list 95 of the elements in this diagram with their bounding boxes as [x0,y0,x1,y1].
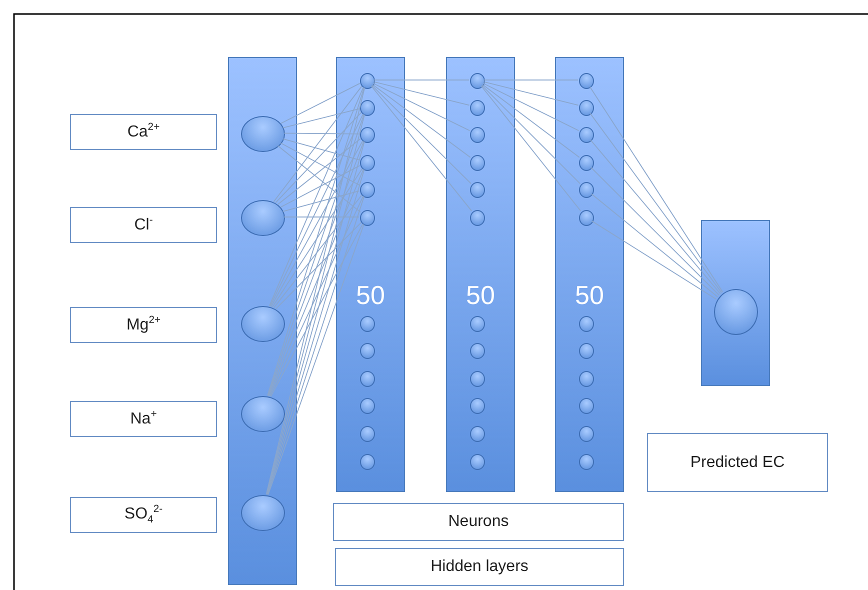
layer-bar [555,57,624,492]
connection-line [482,85,580,184]
neuron-circle [241,495,285,531]
neuron-circle [360,210,375,226]
layer-bar [701,220,770,386]
neuron-count: 50 [574,280,605,311]
label-text: Neurons [448,512,509,532]
neuron-circle [360,398,375,414]
neuron-circle [360,182,375,198]
label-box [70,114,217,150]
label-box [647,433,828,492]
neuron-circle [470,316,485,332]
connection-line [277,138,361,205]
neuron-circle [470,73,485,89]
connection-line [592,220,717,300]
neuron-circle [241,396,285,432]
neuron-circle [470,210,485,226]
label-box [70,401,217,437]
connection-line [372,85,472,184]
neuron-circle [470,398,485,414]
label-text: Ca$^{2+}$ [127,121,160,143]
connection-line [372,82,470,132]
neuron-circle [360,454,375,470]
label-text: Mg$^{2+}$ [126,314,161,336]
neuron-circle [579,182,594,198]
connection-line [273,194,362,308]
neuron-circle [579,73,594,89]
label-box [333,503,624,541]
connection-line [482,82,580,132]
neuron-circle [470,426,485,442]
connection-line [370,86,472,212]
connection-line [590,167,720,296]
neuron-circle [470,182,485,198]
neuron-circle [360,155,375,171]
connection-line [480,86,582,212]
label-box [70,207,217,243]
neuron-circle [470,371,485,387]
layer-bar [228,57,297,585]
label-text: Hidden layers [430,557,528,578]
neuron-circle [579,210,594,226]
label-box [335,548,624,586]
label-text: Predicted EC [690,452,785,473]
neuron-circle [579,127,594,143]
connection-line [284,132,360,134]
neuron-circle [579,398,594,414]
neuron-circle [241,306,285,342]
connection-line [280,142,360,186]
connection-line [590,140,721,294]
neuron-circle [360,316,375,332]
connection-line [280,82,360,124]
neuron-circle [241,200,285,236]
layer-bar [446,57,515,492]
neuron-circle [360,73,375,89]
connection-line [280,165,360,208]
neuron-circle [360,371,375,387]
neuron-circle [579,316,594,332]
connection-line [372,84,471,158]
neuron-circle [360,127,375,143]
neuron-count: 50 [355,280,386,311]
label-text: Na$^{+}$ [130,408,157,430]
connection-line [373,81,470,106]
layer-bar [336,57,405,492]
neuron-circle [714,289,758,335]
connection-line [482,84,580,158]
neuron-circle [579,155,594,171]
connection-line [270,224,364,397]
neuron-circle [360,426,375,442]
neuron-circle [579,426,594,442]
neuron-circle [470,343,485,359]
neuron-circle [470,100,485,116]
connection-line [284,216,360,218]
neuron-circle [579,371,594,387]
connection-line [273,86,362,202]
connection-line [282,138,360,160]
label-box [70,497,217,533]
neuron-circle [241,116,285,152]
neuron-circle [360,343,375,359]
neuron-circle [579,100,594,116]
neuron-circle [470,454,485,470]
neuron-circle [360,100,375,116]
connection-line [275,112,362,204]
connection-line [282,108,360,128]
neuron-circle [579,454,594,470]
connection-line [282,190,360,212]
connection-line [275,222,362,310]
neuron-circle [470,155,485,171]
neuron-count: 50 [465,280,496,311]
connection-line [591,193,718,298]
connection-line [272,168,363,308]
neuron-circle [579,343,594,359]
neuron-circle [470,127,485,143]
label-text: Cl$^{-}$ [134,214,153,236]
connection-line [277,145,361,213]
connection-line [483,81,579,106]
label-box [70,307,217,343]
